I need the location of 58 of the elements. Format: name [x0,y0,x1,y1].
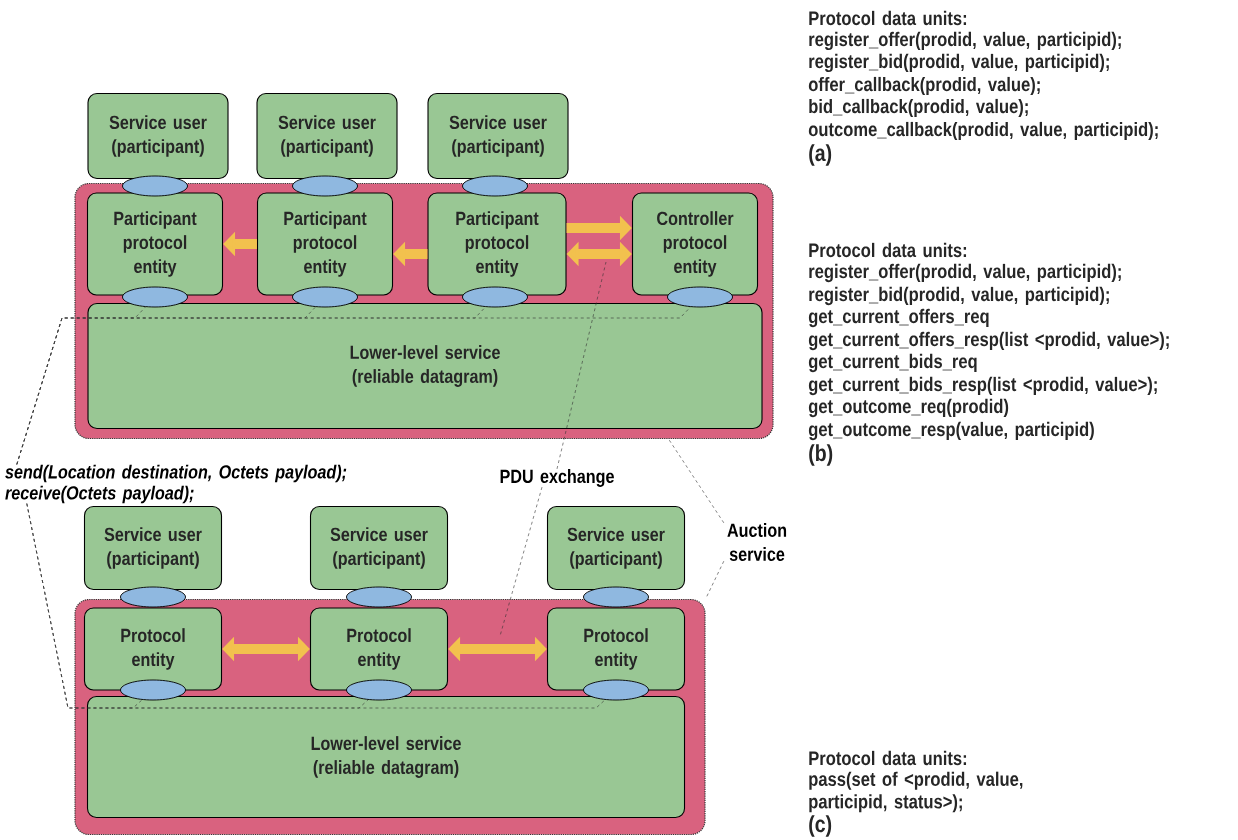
access-point-ellipse [462,286,528,308]
process-box: Service user (participant) [546,505,686,591]
access-point-ellipse [120,679,186,701]
leader-line [16,306,691,465]
pdu-text: get_current_offers_req [808,308,989,328]
process-box: Service user (participant) [309,505,449,591]
pdu-text: register_offer(prodid, value, participid); [809,263,1121,283]
leader-line [26,503,606,709]
leader-line [499,486,543,637]
access-point-ellipse [346,586,412,608]
pdu-text: bid_callback(prodid, value); [809,98,1028,118]
access-point-ellipse [583,679,649,701]
process-box: Participant protocol entity [86,192,224,296]
pdu-text: offer_callback(prodid, value); [808,76,1040,96]
pdu-text: register_bid(prodid, value, participid); [809,286,1109,306]
interface-label: send(Location destination, Octets payload); receive(Octets payload); [5,464,347,504]
process-box: Protocol entity [83,607,223,691]
leader-line [556,261,607,470]
pdu-text: get_current_bids_resp(list <prodid, value>); [808,376,1157,396]
pdu-text: register_offer(prodid, value, participid); [809,31,1121,51]
process-box: Lower-level service (reliable datagram) [87,302,763,430]
process-box: Controller protocol entity [631,192,759,296]
pdu-text: get_current_bids_req [808,353,977,373]
access-point-ellipse [122,175,188,197]
access-point-ellipse [583,586,649,608]
access-point-ellipse [667,286,733,308]
pdu-text: register_bid(prodid, value, participid); [809,53,1109,73]
process-box: Service user (participant) [83,505,223,591]
pdu-text: outcome_callback(prodid, value, participid); [808,121,1158,141]
pdu-text: Protocol data units: [809,750,967,766]
pdu-text: get_current_offers_resp(list <prodid, value>); [808,331,1169,351]
access-point-ellipse [462,175,528,197]
process-box: Service user (participant) [256,92,398,180]
process-box: Service user (participant) [87,92,229,180]
access-point-ellipse [292,175,358,197]
block-arrow [448,636,547,662]
access-point-ellipse [346,679,412,701]
block-arrow [222,636,310,662]
pdu-text: pass(set of <prodid, value, participid, status>); [809,771,1023,813]
panel-letter: (b) [809,444,833,466]
pdu-text: Protocol data units: [809,10,967,26]
leader-line [668,438,725,524]
annotation-label: PDU exchange [500,469,614,487]
process-box: Protocol entity [309,607,449,691]
pdu-text: Protocol data units: [809,242,967,258]
pdu-text: get_outcome_resp(value, participid) [808,421,1094,441]
access-point-ellipse [120,586,186,608]
process-box: Participant protocol entity [427,192,567,296]
annotation-label: Auction service [727,523,787,561]
access-point-ellipse [292,286,358,308]
panel-letter: (c) [809,815,832,837]
process-box: Protocol entity [546,607,686,691]
process-box: Participant protocol entity [256,192,394,296]
process-box: Lower-level service (reliable datagram) [86,695,686,819]
process-box: Service user (participant) [427,92,569,180]
panel-letter: (a) [809,144,832,166]
access-point-ellipse [122,286,188,308]
pdu-text: get_outcome_req(prodid) [808,398,1009,418]
